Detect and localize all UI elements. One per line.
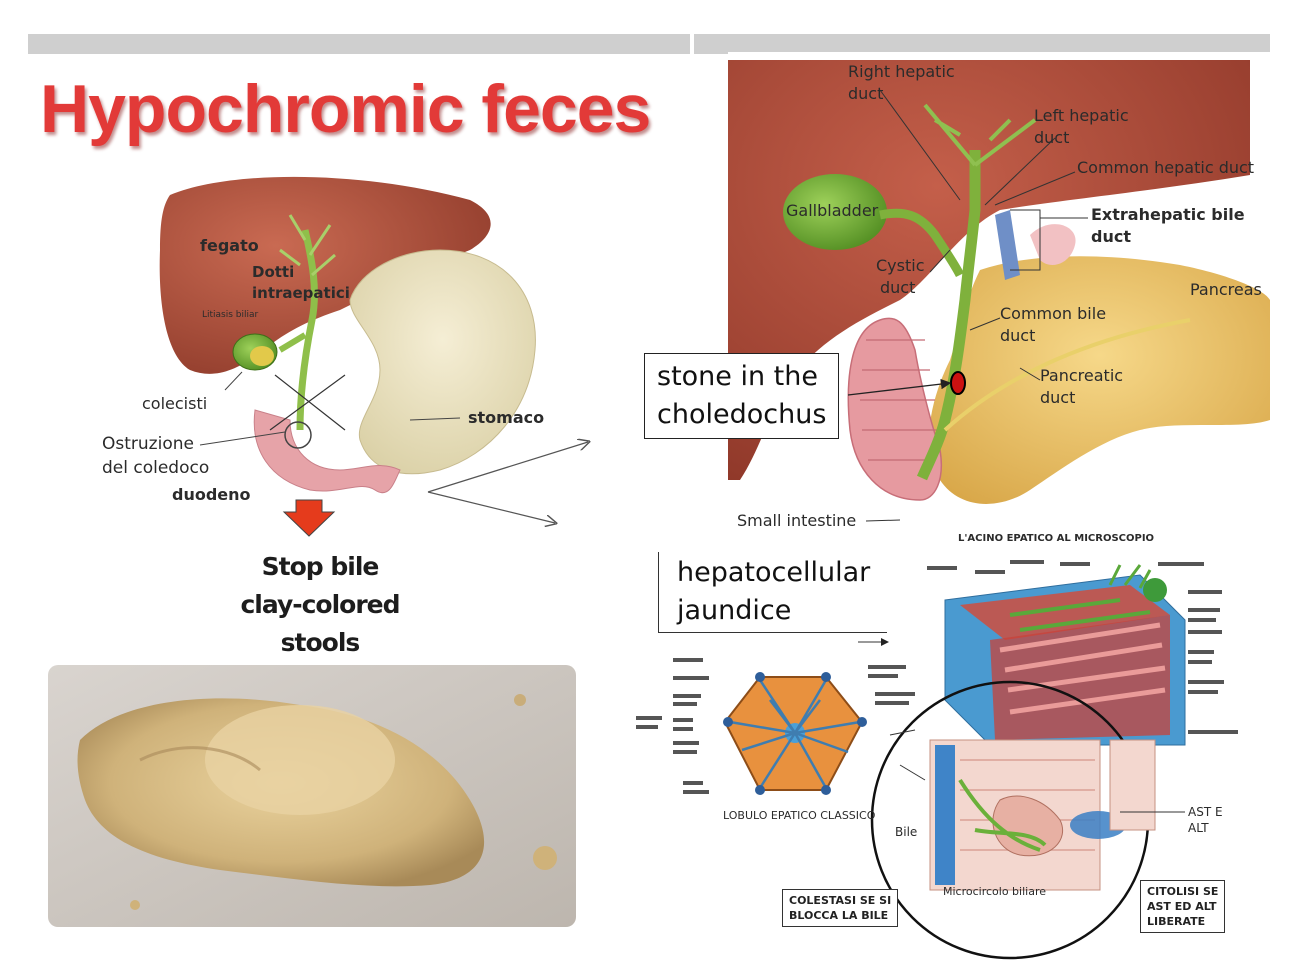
label-stomaco: stomaco: [468, 408, 545, 427]
citolisi-line1: CITOLISI SE: [1147, 885, 1219, 898]
label-litiasi: Litiasis biliar: [202, 310, 259, 320]
feces-photo: [48, 665, 576, 927]
duodenum-shape: [253, 409, 401, 493]
label-gallbladder: Gallbladder: [786, 201, 879, 220]
stone-marker: [950, 371, 966, 395]
label-left-hepatic-duct: duct: [1034, 128, 1070, 147]
stop-bile-caption: Stop bile clay-colored stools: [200, 548, 440, 662]
label-cystic-duct: duct: [880, 278, 916, 297]
hepatocellular-line1: hepatocellular: [677, 557, 871, 588]
label-del-coledoco: del coledoco: [102, 458, 210, 478]
label-ostruzione: Ostruzione: [102, 434, 194, 454]
hepatocellular-line2: jaundice: [677, 595, 792, 626]
label-extrahepatic-duct: duct: [1091, 227, 1131, 246]
colestasi-line1: COLESTASI SE SI: [789, 894, 892, 907]
obstruction-circle: [284, 421, 312, 449]
pancreas-shape: [929, 256, 1270, 504]
pancreatic-duct-shape: [943, 318, 1191, 432]
clay-colored-text: clay-colored stools: [240, 590, 400, 657]
label-intraepatici: intraepatici: [252, 284, 350, 302]
common-bile-duct-shape: [916, 150, 981, 481]
label-cystic: Cystic: [876, 256, 925, 275]
liver-shape-right: [728, 60, 1250, 480]
label-bile: Bile: [895, 825, 918, 839]
stomach-shape: [349, 249, 536, 475]
right-bottom-microscopy-diagram: [636, 560, 1238, 960]
aorta-shape: [1030, 224, 1076, 265]
label-dotti: Dotti: [252, 263, 295, 281]
label-pancreatic-duct: duct: [1040, 388, 1076, 407]
stone-callout-line1: stone in the: [657, 361, 818, 392]
label-ast-e: AST E: [1188, 805, 1223, 819]
label-common-bile-duct: duct: [1000, 326, 1036, 345]
label-microcircolo: Microcircolo biliare: [943, 885, 1046, 898]
citolisi-box: CITOLISI SE AST ED ALT LIBERATE: [1140, 880, 1226, 933]
left-anatomy-diagram: [159, 176, 588, 537]
label-extrahepatic: Extrahepatic bile: [1091, 205, 1245, 224]
gallstone-left: [250, 346, 274, 366]
label-left-hepatic: Left hepatic: [1034, 106, 1129, 125]
citolisi-line2: AST ED ALT: [1147, 900, 1217, 913]
label-pancreatic: Pancreatic: [1040, 366, 1124, 385]
label-common-bile: Common bile: [1000, 304, 1107, 323]
right-top-anatomy-diagram: [728, 52, 1270, 522]
down-arrow-icon: [282, 499, 336, 537]
slide-title: Hypochromic feces: [40, 71, 651, 147]
label-fegato: fegato: [200, 236, 259, 255]
stop-bile-text: Stop bile: [261, 552, 380, 581]
label-right-hepatic: Right hepatic: [848, 62, 955, 81]
cystic-duct-shape: [879, 208, 965, 278]
label-lobulo: LOBULO EPATICO CLASSICO: [723, 809, 876, 822]
label-pancreas: Pancreas: [1190, 280, 1262, 299]
top-banner-bar: [28, 34, 1270, 54]
label-small-intestine: Small intestine: [737, 511, 857, 530]
colestasi-box: COLESTASI SE SI BLOCCA LA BILE: [782, 889, 899, 927]
citolisi-line3: LIBERATE: [1147, 915, 1206, 928]
vein-shape: [995, 210, 1020, 280]
colestasi-line2: BLOCCA LA BILE: [789, 909, 889, 922]
banner-gap: [690, 34, 694, 54]
gallbladder-right: [783, 174, 887, 250]
stone-callout-box: stone in the choledochus: [644, 353, 840, 439]
label-colecisti: colecisti: [142, 394, 208, 413]
hepatocellular-callout-box: hepatocellular jaundice: [658, 552, 887, 633]
label-alt: ALT: [1188, 821, 1209, 835]
label-duodeno: duodeno: [172, 485, 251, 504]
liver-shape: [159, 176, 491, 374]
label-common-hepatic: Common hepatic duct: [1077, 158, 1255, 177]
label-acino-title: L'ACINO EPATICO AL MICROSCOPIO: [958, 533, 1155, 544]
label-right-hepatic-duct: duct: [848, 84, 884, 103]
stone-callout-line2: choledochus: [657, 399, 827, 430]
